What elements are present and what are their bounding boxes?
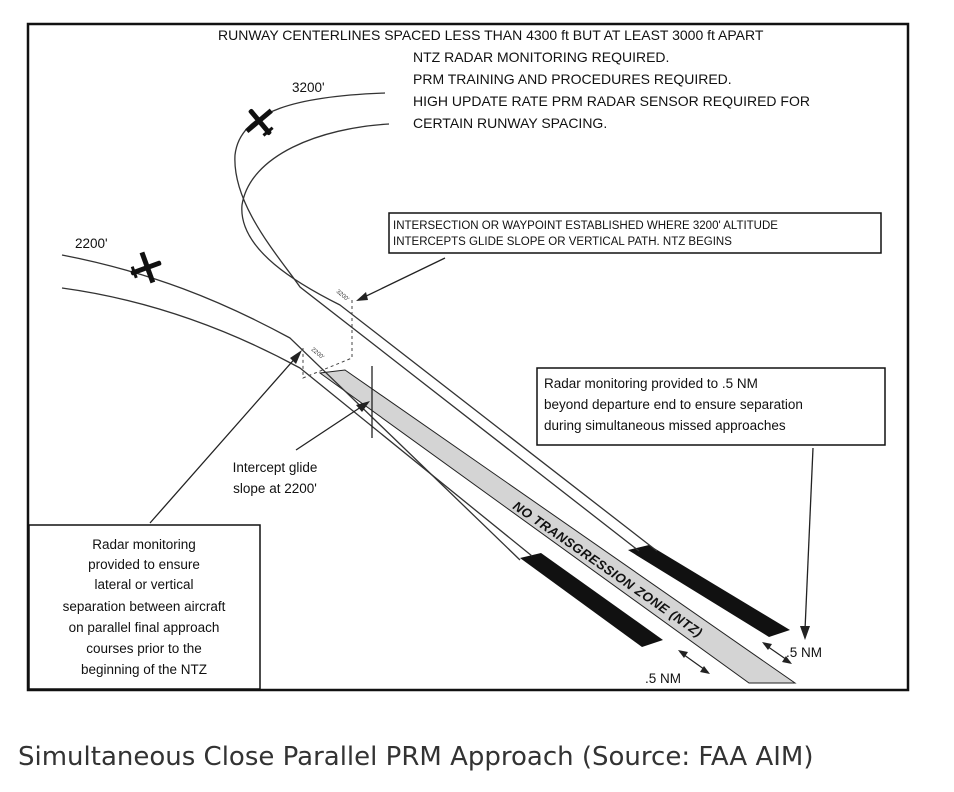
- requirement-line-5: CERTAIN RUNWAY SPACING.: [413, 115, 607, 131]
- ntz-zone: [318, 369, 797, 684]
- departure-line-3: during simultaneous missed approaches: [544, 418, 786, 433]
- lateral-line-4: separation between aircraft: [63, 599, 226, 614]
- approach-path-3200-outer: [234, 92, 640, 552]
- bottom-distance-label: .5 NM: [645, 671, 681, 686]
- altitude-label-3200: 3200': [292, 80, 325, 95]
- lateral-line-3: lateral or vertical: [94, 577, 193, 592]
- diagram-frame: [26, 22, 910, 692]
- intercept-pointer: [295, 404, 365, 451]
- approach-path-2200-outer: [61, 254, 521, 561]
- arrowhead-icon: [800, 626, 810, 640]
- arrowhead-icon: [356, 401, 370, 412]
- departure-line-1: Radar monitoring provided to .5 NM: [544, 376, 758, 391]
- left-runway: [520, 553, 663, 647]
- requirement-line-1: RUNWAY CENTERLINES SPACED LESS THAN 4300…: [218, 27, 764, 43]
- departure-pointer: [804, 447, 814, 631]
- intercept-line-1: Intercept glide: [233, 460, 318, 475]
- requirement-line-2: NTZ RADAR MONITORING REQUIRED.: [413, 49, 669, 65]
- figure-caption: Simultaneous Close Parallel PRM Approach…: [18, 742, 814, 772]
- lateral-line-1: Radar monitoring: [92, 537, 196, 552]
- right-runway: [628, 545, 790, 637]
- approach-path-3200-inner: [241, 123, 658, 552]
- requirement-line-4: HIGH UPDATE RATE PRM RADAR SENSOR REQUIR…: [413, 93, 810, 109]
- requirement-line-3: PRM TRAINING AND PROCEDURES REQUIRED.: [413, 71, 732, 87]
- intersection-line-1: INTERSECTION OR WAYPOINT ESTABLISHED WHE…: [393, 220, 778, 232]
- lateral-line-2: provided to ensure: [88, 557, 200, 572]
- departure-line-2: beyond departure end to ensure separatio…: [544, 397, 803, 412]
- arrowhead-icon: [700, 666, 710, 674]
- arrowhead-icon: [782, 656, 792, 664]
- lateral-line-6: courses prior to the: [86, 641, 202, 656]
- arrowhead-icon: [290, 350, 302, 364]
- airplane-icon: [130, 251, 162, 284]
- lateral-pointer: [149, 354, 299, 524]
- lateral-line-5: on parallel final approach: [69, 620, 220, 635]
- arrowhead-icon: [678, 650, 688, 658]
- lateral-callout-box: [28, 524, 261, 690]
- intersection-callout-box: [388, 212, 882, 254]
- marker-3200: 3200': [335, 289, 350, 303]
- departure-callout-box: [536, 367, 886, 446]
- arrowhead-icon: [356, 292, 368, 301]
- right-distance-label: .5 NM: [786, 645, 822, 660]
- arrowhead-icon: [762, 642, 772, 650]
- approach-path-2200-inner: [61, 287, 533, 557]
- airplane-icon: [245, 108, 274, 137]
- intersection-pointer: [357, 257, 446, 301]
- prm-approach-diagram: NO TRANSGRESSION ZONE (NTZ) 3200' 2200' …: [26, 22, 910, 692]
- altitude-label-2200: 2200': [75, 236, 108, 251]
- intersection-line-2: INTERCEPTS GLIDE SLOPE OR VERTICAL PATH.…: [393, 236, 732, 248]
- intercept-line-2: slope at 2200': [233, 481, 317, 496]
- fix-dashed-outline: [302, 300, 353, 379]
- lateral-line-7: beginning of the NTZ: [81, 662, 207, 677]
